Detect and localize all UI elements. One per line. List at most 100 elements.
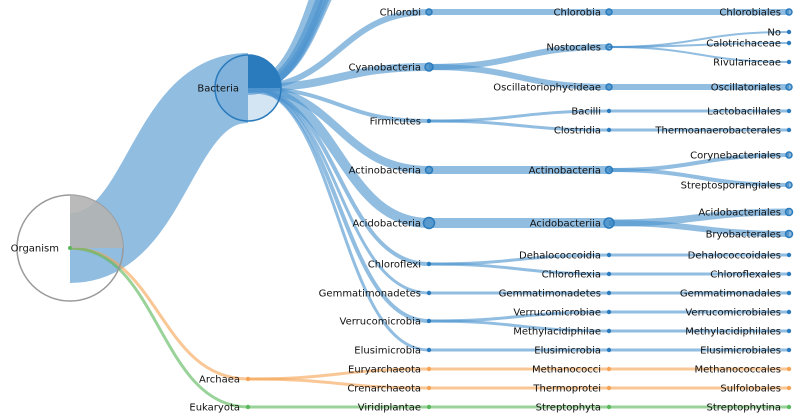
phylum-viridiplantae-node[interactable] xyxy=(426,404,432,410)
order-calotrichaceae-node[interactable] xyxy=(786,40,792,46)
class-acidobacteriia-label: Acidobacteriia xyxy=(530,219,601,230)
link-cyanobacteria-oscillatoriophycideae xyxy=(428,64,610,90)
order-nostocales_o-label: No xyxy=(767,28,781,39)
phylum-chlorobi-label: Chlorobi xyxy=(380,8,421,19)
class-streptophyta-node[interactable] xyxy=(606,404,612,410)
order-thermoanaerobacterales-label: Thermoanaerobacterales xyxy=(654,126,781,137)
class-chloroflexia-node[interactable] xyxy=(606,271,612,277)
eukaryota-node[interactable] xyxy=(245,404,251,410)
class-chlorobia-node[interactable] xyxy=(605,8,613,16)
order-verrucomicrobiales-label: Verrucomicrobiales xyxy=(685,308,781,319)
class-thermoprotei-label: Thermoprotei xyxy=(532,384,601,395)
class-chloroflexia-label: Chloroflexia xyxy=(542,270,601,281)
order-oscillatoriales-label: Oscillatoriales xyxy=(711,83,781,94)
organism-node[interactable] xyxy=(68,246,72,250)
order-sulfolobales-node[interactable] xyxy=(786,385,792,391)
class-acidobacteriia-node[interactable] xyxy=(603,217,615,229)
order-corynebacteriales-node[interactable] xyxy=(785,151,793,159)
phylum-verrucomicrobia-node[interactable] xyxy=(426,318,432,324)
phylum-gemmatimonadetes-node[interactable] xyxy=(426,290,432,296)
tree-labels: OrganismBacteriaArchaeaEukaryotaChlorobi… xyxy=(11,8,781,414)
phylum-firmicutes-node[interactable] xyxy=(426,118,432,124)
order-chloroflexales-label: Chloroflexales xyxy=(710,270,781,281)
order-lactobacillales-label: Lactobacillales xyxy=(707,107,781,118)
class-bacilli-label: Bacilli xyxy=(571,107,601,118)
phylum-crenarchaeota-node[interactable] xyxy=(426,385,432,391)
class-actinobacteria_c-node[interactable] xyxy=(604,165,614,175)
order-streptosporangiales-node[interactable] xyxy=(785,181,793,189)
order-sulfolobales-label: Sulfolobales xyxy=(720,384,781,395)
class-verrucomicrobiae-node[interactable] xyxy=(606,309,612,315)
phylum-elusimicrobia-label: Elusimicrobia xyxy=(354,346,421,357)
class-actinobacteria_c-label: Actinobacteria xyxy=(529,166,601,177)
phylum-actinobacteria-label: Actinobacteria xyxy=(349,166,421,177)
tree-nodes xyxy=(16,8,794,410)
phylum-chloroflexi-label: Chloroflexi xyxy=(368,260,421,271)
order-dehalococcoidales-label: Dehalococcoidales xyxy=(688,251,781,262)
class-nostocales-node[interactable] xyxy=(605,43,613,51)
order-streptosporangiales-label: Streptosporangiales xyxy=(681,181,781,192)
order-streptophytina-node[interactable] xyxy=(786,404,792,410)
order-methanococcales-node[interactable] xyxy=(786,366,792,372)
order-nostocales_o-node[interactable] xyxy=(786,29,792,35)
phylum-actinobacteria-node[interactable] xyxy=(424,165,434,175)
order-bryobacterales-label: Bryobacterales xyxy=(706,230,781,241)
phylum-euryarchaeota-label: Euryarchaeota xyxy=(348,365,421,376)
class-oscillatoriophycideae-node[interactable] xyxy=(605,83,613,91)
class-thermoprotei-node[interactable] xyxy=(606,385,612,391)
class-bacilli-node[interactable] xyxy=(606,108,612,114)
eukaryota-label: Eukaryota xyxy=(189,403,240,414)
class-chlorobia-label: Chlorobia xyxy=(554,8,601,19)
order-dehalococcoidales-node[interactable] xyxy=(786,252,792,258)
link-chloroflexi-chloroflexia xyxy=(428,262,610,276)
phylum-cyanobacteria-node[interactable] xyxy=(424,62,434,72)
order-lactobacillales-node[interactable] xyxy=(786,108,792,114)
phylum-chloroflexi-node[interactable] xyxy=(426,261,432,267)
order-verrucomicrobiales-node[interactable] xyxy=(786,309,792,315)
archaea-label: Archaea xyxy=(199,375,240,386)
class-streptophyta-label: Streptophyta xyxy=(536,403,601,414)
class-clostridia-node[interactable] xyxy=(606,127,612,133)
class-elusimicrobia_c-label: Elusimicrobia xyxy=(534,346,601,357)
link-firmicutes-clostridia xyxy=(428,119,610,132)
organism-wedge xyxy=(70,195,123,248)
class-dehalococcoidia-label: Dehalococcoidia xyxy=(519,251,601,262)
class-gemmatimonadetes_c-node[interactable] xyxy=(606,290,612,296)
phylum-crenarchaeota-label: Crenarchaeota xyxy=(347,384,421,395)
class-oscillatoriophycideae-label: Oscillatoriophycideae xyxy=(493,83,601,94)
archaea-node[interactable] xyxy=(245,376,251,382)
order-bryobacterales-node[interactable] xyxy=(784,229,794,239)
order-thermoanaerobacterales-node[interactable] xyxy=(786,127,792,133)
order-methylacidiphilales-label: Methylacidiphilales xyxy=(685,327,781,338)
phylum-elusimicrobia-node[interactable] xyxy=(426,347,432,353)
order-chloroflexales-node[interactable] xyxy=(786,271,792,277)
order-acidobacteriales-node[interactable] xyxy=(784,207,794,217)
order-methylacidiphilales-node[interactable] xyxy=(786,328,792,334)
phylum-chlorobi-node[interactable] xyxy=(425,8,433,16)
order-chlorobiales-node[interactable] xyxy=(785,8,793,16)
order-streptophytina-label: Streptophytina xyxy=(707,403,781,414)
class-methylacidiphilae-node[interactable] xyxy=(606,328,612,334)
class-clostridia-label: Clostridia xyxy=(554,126,601,137)
order-rivulariaceae-node[interactable] xyxy=(786,59,792,65)
class-dehalococcoidia-node[interactable] xyxy=(606,252,612,258)
bacteria-wedge xyxy=(248,55,281,88)
link-organism-eukaryota xyxy=(69,246,249,409)
phylum-acidobacteria-node[interactable] xyxy=(422,216,436,230)
order-elusimicrobiales-node[interactable] xyxy=(786,347,792,353)
phylum-euryarchaeota-node[interactable] xyxy=(426,366,432,372)
order-rivulariaceae-label: Rivulariaceae xyxy=(713,58,781,69)
class-elusimicrobia_c-node[interactable] xyxy=(606,347,612,353)
class-methanococci-node[interactable] xyxy=(606,366,612,372)
phylum-firmicutes-label: Firmicutes xyxy=(370,117,421,128)
phylum-gemmatimonadetes-label: Gemmatimonadetes xyxy=(319,289,421,300)
phylum-acidobacteria-label: Acidobacteria xyxy=(353,219,421,230)
phylum-cyanobacteria-label: Cyanobacteria xyxy=(348,63,421,74)
order-oscillatoriales-node[interactable] xyxy=(785,83,793,91)
order-gemmatimonadales-node[interactable] xyxy=(786,290,792,296)
order-gemmatimonadales-label: Gemmatimonadales xyxy=(680,289,781,300)
link-archaea-crenarchaeota xyxy=(247,377,430,390)
link-verrucomicrobia-methylacidiphilae xyxy=(428,319,610,333)
order-calotrichaceae-label: Calotrichaceae xyxy=(706,39,781,50)
